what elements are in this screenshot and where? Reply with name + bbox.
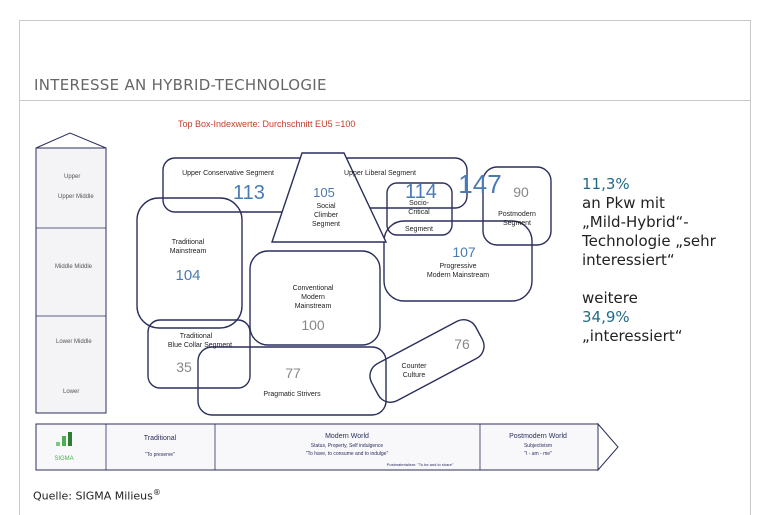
value-socio-critical: 147: [458, 169, 501, 199]
segment-name-postmodern-1: Postmodern: [498, 211, 536, 218]
segment-name-counter-culture-1: Counter: [402, 363, 428, 370]
shape-traditional-mainstream: [136, 197, 243, 329]
value-upper-liberal: 114: [405, 181, 437, 203]
value-progressive: 107: [452, 244, 476, 260]
value-social-climber: 105: [313, 185, 335, 200]
side-line-6: „interessiert“: [582, 327, 683, 345]
axis-label-lower-middle: Lower Middle: [56, 339, 92, 345]
world-modern-sub3: Postmaterialism: "To be and to share": [387, 462, 454, 467]
segment-name-progressive-2: Modern Mainstream: [427, 272, 489, 279]
segment-name-blue-collar-2: Blue Collar Segment: [168, 342, 232, 349]
world-band: [35, 423, 599, 471]
value-traditional-mainstream: 104: [175, 267, 200, 284]
segment-name-blue-collar-1: Traditional: [180, 333, 213, 340]
segment-name-postmodern-2: Segment: [503, 220, 531, 227]
segment-name-pragmatic: Pragmatic Strivers: [263, 391, 321, 398]
side-text: 11,3% an Pkw mit „Mild-Hybrid“- Technolo…: [582, 175, 752, 346]
shape-blue-collar: [147, 319, 251, 389]
axis-label-lower: Lower: [63, 389, 79, 395]
axis-label-upper-middle: Upper Middle: [58, 194, 94, 200]
value-postmodern: 90: [513, 184, 529, 200]
shape-postmodern: [482, 166, 552, 246]
value-blue-collar: 35: [176, 359, 192, 375]
side-line-3: Technologie „sehr: [582, 232, 716, 250]
segment-name-socio-critical-1: Socio-: [409, 200, 430, 207]
registered-mark: ®: [152, 488, 161, 497]
segment-name-traditional-mainstream-1: Traditional: [172, 239, 205, 246]
side-line-2: „Mild-Hybrid“-: [582, 213, 689, 231]
segment-name-social-climber-1: Social: [316, 203, 336, 210]
side-line-4: interessiert“: [582, 251, 675, 269]
shape-social-climber: [271, 152, 388, 243]
shape-socio-critical: [386, 182, 453, 236]
side-line-1: an Pkw mit: [582, 194, 665, 212]
side-line-5: weitere: [582, 289, 638, 307]
segment-name-conventional-3: Mainstream: [295, 303, 332, 310]
axis-column: [35, 147, 107, 414]
value-upper-conservative: 113: [233, 182, 265, 204]
shape-pragmatic: [197, 346, 387, 416]
side-percent-2: 34,9%: [582, 308, 630, 326]
segment-name-social-climber-3: Segment: [312, 221, 340, 228]
source-text: Quelle: SIGMA Milieus: [33, 489, 153, 503]
shape-counter-culture: [369, 318, 485, 404]
value-counter-culture: 76: [454, 336, 470, 352]
segment-name-progressive-1: Progressive: [440, 263, 477, 270]
value-conventional: 100: [301, 317, 325, 333]
title-divider: [19, 100, 750, 101]
side-percent-1: 11,3%: [582, 175, 630, 193]
world-postmodern-sub2: "I - am - me": [524, 451, 552, 457]
source-note: Quelle: SIGMA Milieus®: [33, 488, 161, 503]
segment-name-counter-culture-2: Culture: [403, 372, 426, 379]
segment-name-upper-liberal: Upper Liberal Segment: [344, 170, 416, 177]
world-modern-sub2: "To have, to consume and to indulge": [306, 451, 389, 457]
world-band-arrow-icon: [597, 422, 619, 472]
page-title: INTERESSE AN HYBRID-TECHNOLOGIE: [34, 76, 327, 94]
world-postmodern: Postmodern World: [509, 433, 567, 440]
value-pragmatic: 77: [285, 365, 301, 381]
shape-progressive: [383, 220, 533, 302]
sigma-logo-text: SIGMA: [54, 456, 73, 462]
segment-name-socio-critical-2: Critical: [408, 209, 430, 216]
sigma-logo-icon: SIGMA: [54, 432, 74, 462]
segment-name-upper-conservative: Upper Conservative Segment: [182, 170, 274, 177]
segment-name-traditional-mainstream-2: Mainstream: [170, 248, 207, 255]
segment-name-socio-critical-3: Segment: [405, 226, 433, 233]
axis-label-middle-middle: Middle Middle: [55, 264, 93, 270]
world-traditional: Traditional: [144, 435, 177, 442]
segment-name-conventional-1: Conventional: [293, 285, 334, 292]
axis-label-upper: Upper: [64, 174, 80, 180]
diagram-header: Top Box-Indexwerte: Durchschnitt EU5 =10…: [178, 119, 355, 129]
world-modern-sub1: Status, Property, Self indulgence: [311, 443, 384, 449]
segment-name-conventional-2: Modern: [301, 294, 325, 301]
segment-name-social-climber-2: Climber: [314, 212, 339, 219]
content-frame: [19, 20, 751, 515]
world-modern: Modern World: [325, 433, 369, 440]
axis-pyramid-icon: [35, 132, 107, 149]
world-traditional-sub: "To preserve": [145, 452, 175, 458]
shape-conventional: [249, 250, 381, 346]
world-postmodern-sub1: Subjectivism: [524, 443, 552, 449]
